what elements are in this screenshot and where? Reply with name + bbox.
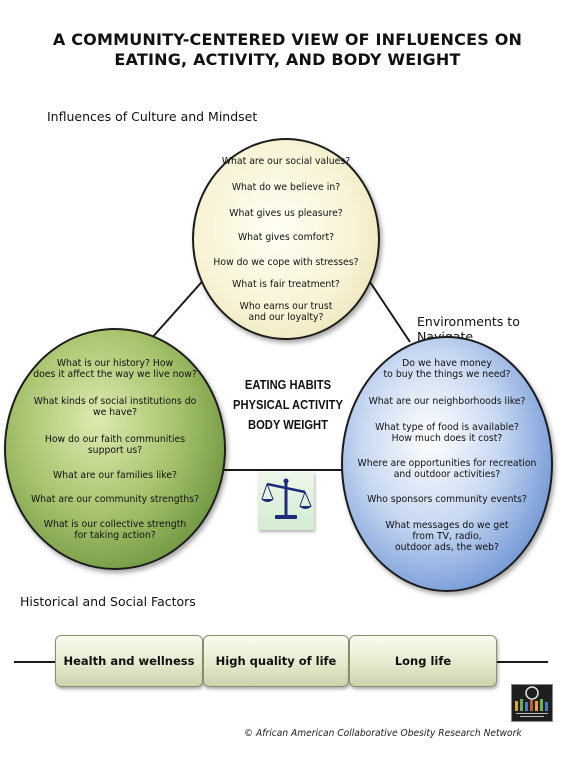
historical-question: What is our history? How does it affect …: [33, 358, 197, 381]
culture-questions: What are our social values? What do we b…: [198, 156, 374, 323]
culture-bubble: [192, 138, 380, 340]
historical-question: What are our families like?: [53, 470, 177, 481]
culture-label: Influences of Culture and Mindset: [47, 109, 258, 124]
culture-question: What are our social values?: [221, 156, 351, 167]
historical-questions: What is our history? How does it affect …: [22, 358, 208, 541]
culture-question: What gives comfort?: [237, 232, 335, 243]
historical-question: What kinds of social institutions do we …: [33, 396, 197, 419]
culture-question: What do we believe in?: [231, 182, 341, 193]
center-eating-habits: EATING HABITS: [244, 377, 332, 392]
environment-question: Who sponsors community events?: [367, 494, 527, 505]
historical-bubble: [4, 328, 226, 570]
environment-question: Where are opportunities for recreation a…: [357, 458, 537, 481]
environment-question: What messages do we get from TV, radio, …: [385, 520, 509, 554]
environment-questions: Do we have money to buy the things we ne…: [352, 358, 542, 554]
organization-logo: [511, 684, 553, 722]
center-focus: EATING HABITS PHYSICAL ACTIVITY BODY WEI…: [228, 375, 348, 435]
page-title: A COMMUNITY-CENTERED VIEW OF INFLUENCES …: [0, 30, 575, 70]
outcome-quality-of-life: High quality of life: [203, 635, 349, 687]
environment-question: What type of food is available? How much…: [375, 422, 519, 445]
balance-scale-icon: [258, 472, 314, 530]
environment-question: Do we have money to buy the things we ne…: [383, 358, 511, 381]
historical-question: What is our collective strength for taki…: [43, 519, 187, 542]
culture-question: What is fair treatment?: [232, 279, 340, 290]
title-line-2: EATING, ACTIVITY, AND BODY WEIGHT: [114, 50, 461, 69]
culture-question: How do we cope with stresses?: [213, 257, 359, 268]
historical-question: How do our faith communities support us?: [44, 434, 186, 457]
historical-question: What are our community strengths?: [30, 494, 200, 505]
culture-question: Who earns our trust and our loyalty?: [239, 301, 333, 324]
culture-question: What gives us pleasure?: [229, 208, 343, 219]
historical-label: Historical and Social Factors: [20, 594, 196, 609]
copyright-notice: © African American Collaborative Obesity…: [244, 728, 522, 739]
center-body-weight: BODY WEIGHT: [248, 417, 328, 432]
environment-question: What are our neighborhoods like?: [368, 396, 526, 407]
outcome-long-life: Long life: [349, 635, 497, 687]
center-physical-activity: PHYSICAL ACTIVITY: [233, 397, 343, 412]
outcome-health-wellness: Health and wellness: [55, 635, 203, 687]
environment-bubble: [341, 336, 553, 592]
title-line-1: A COMMUNITY-CENTERED VIEW OF INFLUENCES …: [52, 30, 523, 49]
